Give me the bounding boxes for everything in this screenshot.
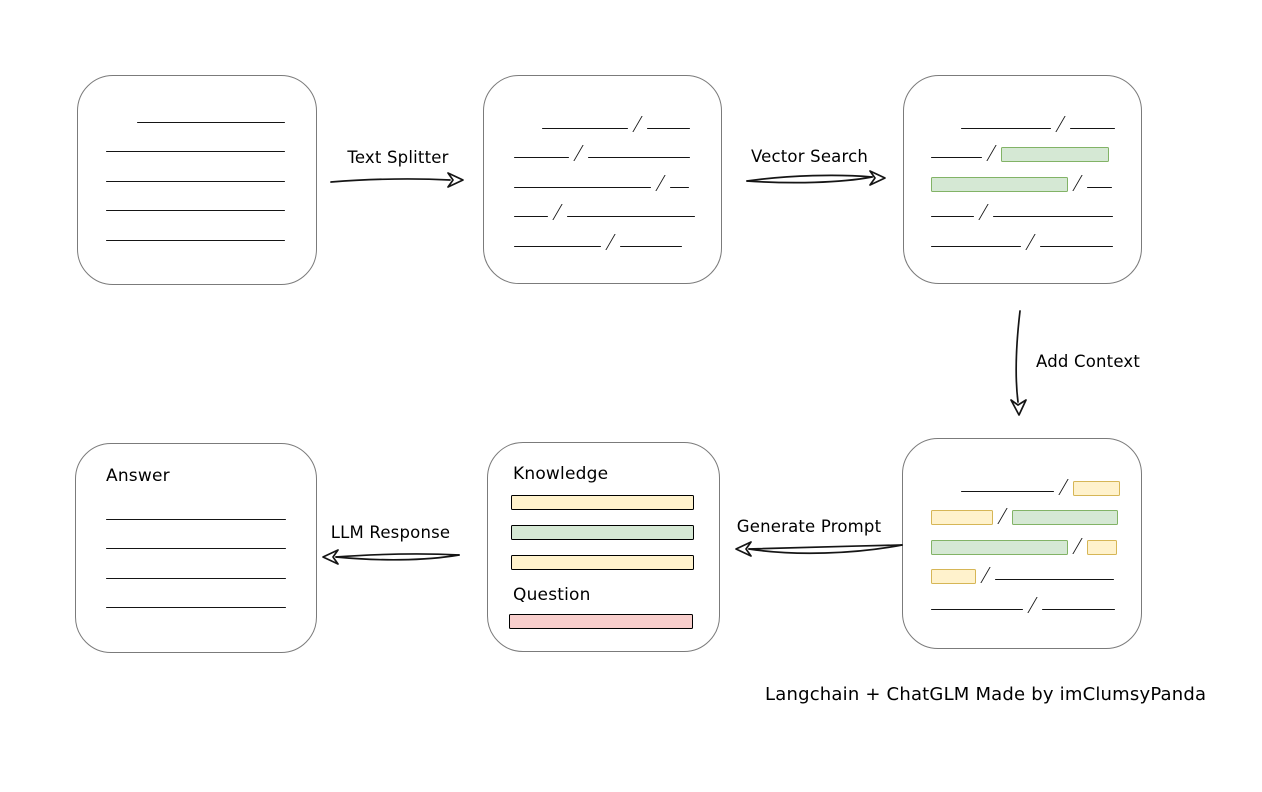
- chunk-row: [931, 158, 1115, 192]
- source-document-node: [77, 75, 317, 285]
- text-splitter-label: Text Splitter: [347, 148, 449, 167]
- question-label: Question: [513, 585, 591, 605]
- answer-lines: [106, 490, 286, 608]
- llm-response-arrow: [322, 549, 460, 565]
- chunk-row: [542, 99, 695, 132]
- knowledge-bar: [511, 555, 694, 570]
- answer-label: Answer: [106, 466, 170, 486]
- chunk-row: [106, 152, 285, 182]
- chunk-row: [106, 490, 286, 520]
- generate-prompt-arrow: [735, 541, 903, 557]
- chunk-row: [514, 129, 695, 161]
- text-line: [137, 121, 285, 123]
- chunk-row: [106, 579, 286, 608]
- text-splitter-arrow: [330, 172, 464, 188]
- text-line: [1087, 186, 1112, 188]
- chunk-row: [931, 521, 1120, 555]
- chunk-row: [931, 217, 1115, 250]
- text-line: [106, 577, 286, 579]
- text-line: [514, 216, 548, 217]
- slash-separator: [605, 233, 616, 250]
- chunk-row: [106, 549, 286, 579]
- slash-separator: [1027, 596, 1038, 613]
- text-line: [647, 127, 690, 129]
- chunk-row: [106, 123, 285, 152]
- text-line: [106, 548, 286, 549]
- text-line: [514, 186, 651, 188]
- text-line: [961, 127, 1051, 129]
- green-chunk: [931, 539, 1068, 555]
- text-line: [931, 608, 1023, 610]
- context-chunk-lines: [931, 462, 1120, 613]
- chunk-row: [106, 520, 286, 549]
- text-line: [542, 127, 628, 129]
- text-line: [993, 216, 1113, 217]
- yellow-chunk: [931, 569, 976, 584]
- prompt-node: Knowledge Question: [487, 442, 720, 652]
- knowledge-label: Knowledge: [513, 464, 609, 484]
- vector-search-arrow: [746, 170, 886, 186]
- text-line: [1070, 127, 1115, 129]
- add-context-label: Add Context: [1036, 352, 1141, 371]
- text-line: [931, 157, 982, 158]
- diagram-caption: Langchain + ChatGLM Made by imClumsyPand…: [765, 684, 1207, 705]
- chunk-row: [931, 580, 1120, 613]
- text-line: [106, 180, 285, 182]
- chunk-row: [514, 158, 695, 191]
- add-context-arrow: [1010, 310, 1027, 416]
- knowledge-bar: [511, 525, 694, 540]
- text-line: [106, 210, 285, 211]
- document-lines: [106, 93, 285, 241]
- yellow-chunk: [1073, 480, 1120, 496]
- text-line: [106, 151, 285, 152]
- text-line: [514, 157, 569, 158]
- matched-chunk-lines: [931, 99, 1115, 250]
- chunk-row: [137, 93, 285, 123]
- chunk-row: [931, 129, 1115, 162]
- text-line: [620, 245, 682, 247]
- text-line: [514, 245, 601, 247]
- text-line: [1042, 608, 1115, 610]
- text-line: [106, 518, 286, 520]
- green-chunk: [931, 176, 1068, 192]
- text-line: [670, 186, 689, 188]
- split-chunk-lines: [514, 99, 695, 250]
- text-line: [931, 216, 974, 217]
- text-line: [961, 490, 1054, 492]
- vector-search-label: Vector Search: [750, 147, 869, 166]
- knowledge-bar: [511, 495, 694, 510]
- chunk-row: [931, 188, 1115, 220]
- yellow-chunk: [1087, 539, 1117, 555]
- chunk-row: [931, 551, 1120, 584]
- text-line: [1040, 245, 1113, 247]
- answer-node: Answer: [75, 443, 317, 653]
- split-chunks-node: [483, 75, 722, 284]
- generate-prompt-label: Generate Prompt: [736, 517, 882, 536]
- text-line: [106, 607, 286, 608]
- chunk-row: [961, 99, 1115, 132]
- chunk-row: [514, 188, 695, 220]
- green-chunk: [1001, 147, 1109, 162]
- chunk-row: [106, 182, 285, 211]
- text-line: [567, 216, 695, 217]
- chunk-row: [931, 492, 1120, 525]
- chunk-row: [514, 217, 695, 250]
- text-line: [931, 245, 1021, 247]
- text-line: [106, 239, 285, 241]
- llm-response-label: LLM Response: [330, 523, 451, 542]
- slash-separator: [1025, 233, 1036, 250]
- green-chunk: [1012, 510, 1118, 525]
- text-line: [588, 157, 690, 158]
- text-line: [995, 579, 1114, 580]
- chunk-row: [961, 462, 1120, 496]
- chunk-row: [106, 211, 285, 241]
- matched-chunks-node: [903, 75, 1142, 284]
- question-bar: [509, 614, 693, 629]
- context-chunks-node: [902, 438, 1142, 649]
- yellow-chunk: [931, 510, 993, 525]
